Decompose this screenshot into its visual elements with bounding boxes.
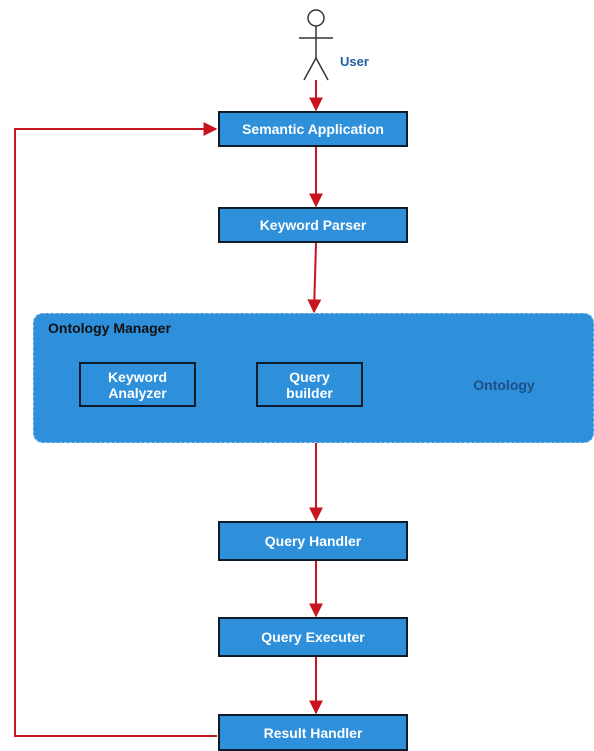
keyword-analyzer-label-line2: Analyzer xyxy=(108,384,167,401)
keyword-parser-box[interactable]: Keyword Parser xyxy=(218,207,408,243)
query-handler-box[interactable]: Query Handler xyxy=(218,521,408,561)
keyword-analyzer-label-line1: Keyword xyxy=(107,368,168,385)
keyword-analyzer-box[interactable]: Keyword Analyzer xyxy=(79,362,196,407)
query-builder-label-line2: builder xyxy=(286,384,333,401)
result-to-application-feedback-arrow xyxy=(14,122,218,737)
ontology-database-label: Ontology xyxy=(473,377,535,393)
result-handler-label: Result Handler xyxy=(263,724,363,741)
parser-to-ontology-arrow xyxy=(307,242,322,314)
user-actor-icon xyxy=(299,9,333,81)
query-builder-box[interactable]: Query builder xyxy=(256,362,363,407)
query-builder-label-line1: Query xyxy=(289,368,330,385)
result-handler-box[interactable]: Result Handler xyxy=(218,714,408,751)
semantic-application-label: Semantic Application xyxy=(242,121,384,137)
query-executer-label: Query Executer xyxy=(261,629,365,645)
user-label: User xyxy=(340,54,369,69)
keyword-parser-label: Keyword Parser xyxy=(259,217,367,233)
semantic-application-box[interactable]: Semantic Application xyxy=(218,111,408,147)
query-executer-box[interactable]: Query Executer xyxy=(218,617,408,657)
ontology-manager-title: Ontology Manager xyxy=(48,320,171,336)
query-handler-label: Query Handler xyxy=(264,533,362,549)
